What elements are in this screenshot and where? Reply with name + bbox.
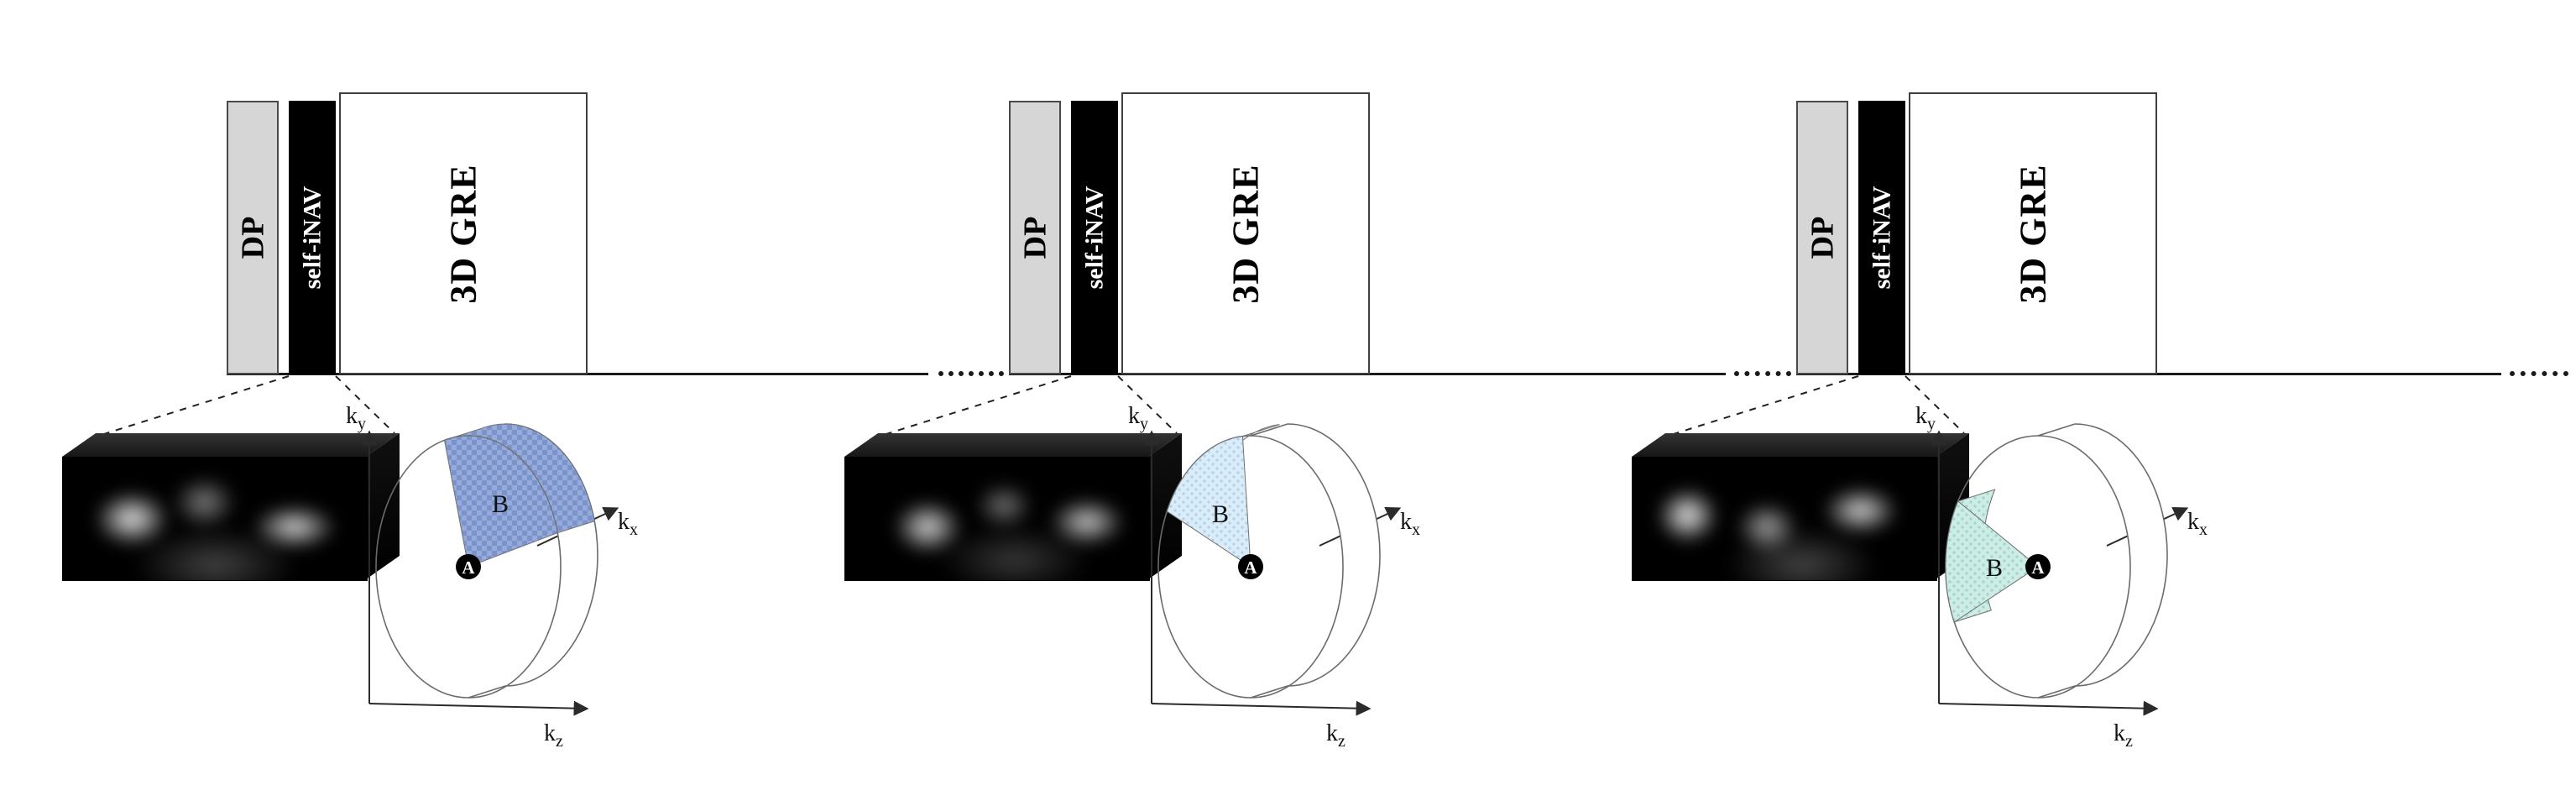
- kz-axis-label: kz: [1326, 720, 1345, 751]
- ky-axis-label: ky: [346, 403, 366, 433]
- dp-box: DP: [1009, 101, 1061, 374]
- point-a-marker: A: [1238, 554, 1263, 579]
- kspace-sector: [1166, 436, 1251, 568]
- sector-b-label: B: [492, 490, 509, 518]
- kx-axis-label: kx: [618, 509, 638, 539]
- kz-axis: kz: [368, 700, 589, 751]
- timeline-dots: [2510, 371, 2568, 376]
- ky-axis-label: ky: [1128, 403, 1148, 433]
- ky-axis: ky: [346, 403, 377, 704]
- dp-box: DP: [227, 101, 279, 374]
- kspace-cylinder: [375, 423, 598, 699]
- navigator-image: [1632, 457, 1937, 581]
- point-a-marker: A: [2025, 554, 2051, 579]
- kspace-cylinder: [1945, 423, 2168, 699]
- dp-box: DP: [1796, 101, 1848, 374]
- kspace-diagram: ky kz kx A B: [346, 403, 638, 751]
- dp-label: DP: [235, 216, 270, 259]
- navigator-image-top-face: [844, 433, 1182, 457]
- gre-label: 3D GRE: [2012, 163, 2054, 304]
- kspace-cylinder: [1157, 423, 1381, 699]
- svg-text:A: A: [2031, 557, 2045, 578]
- ky-axis: ky: [1128, 403, 1159, 704]
- navigator-image: [62, 457, 368, 581]
- timeline-dots: [1734, 371, 1791, 376]
- self-inav-box: self-iNAV: [1858, 101, 1905, 374]
- sector-b-label: B: [1212, 500, 1229, 528]
- timeline-dots: [938, 371, 1004, 376]
- navigator-image-top-face: [62, 433, 400, 457]
- self-inav-box: self-iNAV: [289, 101, 336, 374]
- dashed-connector: [95, 375, 395, 437]
- self-inav-label: self-iNAV: [1080, 186, 1108, 290]
- ky-axis-label: ky: [1915, 403, 1936, 433]
- sector-b-label: B: [1986, 554, 2003, 582]
- navigator-image-top-face: [1632, 433, 1969, 457]
- dp-label: DP: [1805, 216, 1840, 259]
- kspace-sector: [443, 435, 558, 568]
- navigator-image-side-face: [366, 433, 400, 579]
- svg-text:A: A: [1244, 557, 1257, 578]
- gre-label: 3D GRE: [1225, 163, 1267, 304]
- dp-label: DP: [1017, 216, 1053, 259]
- dashed-connector: [877, 375, 1178, 437]
- point-a-marker: A: [456, 554, 481, 579]
- kz-axis-label: kz: [544, 720, 563, 751]
- self-inav-label: self-iNAV: [1868, 186, 1895, 290]
- kspace-diagram: ky kz kx A B: [1128, 403, 1420, 751]
- kspace-diagram: ky kz kx A B: [1915, 403, 2208, 751]
- gre-box: 3D GRE: [339, 92, 588, 374]
- dashed-connector: [1664, 375, 1965, 437]
- kz-axis: kz: [1151, 700, 1372, 751]
- kz-axis: kz: [1938, 700, 2159, 751]
- kz-axis-label: kz: [2114, 720, 2133, 751]
- svg-text:A: A: [462, 557, 475, 578]
- navigator-image: [844, 457, 1150, 581]
- self-inav-label: self-iNAV: [298, 186, 326, 290]
- gre-box: 3D GRE: [1909, 92, 2157, 374]
- kspace-sector: [1945, 500, 2039, 623]
- gre-label: 3D GRE: [442, 163, 484, 304]
- gre-box: 3D GRE: [1121, 92, 1370, 374]
- kx-axis-label: kx: [2187, 509, 2208, 539]
- kx-axis-label: kx: [1400, 509, 1420, 539]
- self-inav-box: self-iNAV: [1071, 101, 1118, 374]
- ky-axis: ky: [1915, 403, 1946, 704]
